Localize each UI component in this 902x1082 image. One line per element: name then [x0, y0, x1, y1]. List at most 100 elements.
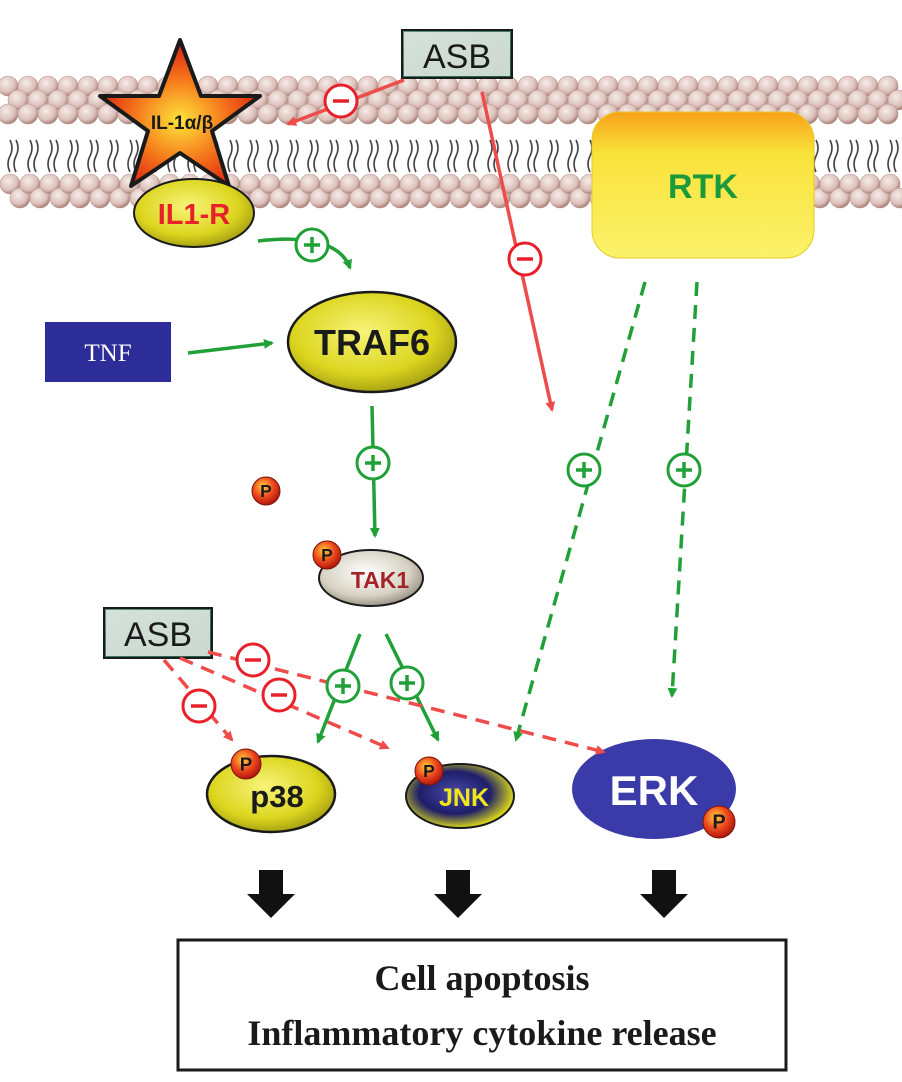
lipid-tail: [373, 139, 379, 173]
plus-traf6-tak1: [355, 445, 391, 481]
lipid-tail: [473, 139, 479, 173]
lipid-tail: [353, 139, 359, 173]
lipid-head: [817, 103, 839, 125]
lipid-head: [889, 187, 902, 209]
lipid-head: [497, 103, 519, 125]
plus-rtk-jnk: [566, 452, 602, 488]
phospho-label: P: [712, 812, 725, 834]
lipid-tail: [67, 139, 73, 173]
lipid-tail: [393, 139, 399, 173]
jnk-label: JNK: [439, 784, 489, 812]
rtk-receptor[interactable]: RTK: [591, 111, 815, 259]
phospho-label: P: [260, 481, 272, 501]
phospho-label: P: [423, 761, 435, 781]
lipid-tail: [33, 139, 39, 173]
lipid-tail: [133, 139, 139, 173]
asb-top-box[interactable]: ASB: [401, 29, 513, 79]
lipid-head: [17, 103, 39, 125]
lipid-tail: [453, 139, 459, 173]
lipid-tail: [347, 139, 353, 173]
lipid-tail: [13, 139, 19, 173]
lipid-tail: [407, 139, 413, 173]
tnf-to-traf6-arrow: [187, 338, 274, 355]
lipid-tail: [113, 139, 119, 173]
lipid-head: [417, 103, 439, 125]
lipid-tail: [413, 139, 419, 173]
lipid-tail: [527, 139, 533, 173]
lipid-tail: [87, 139, 93, 173]
il1-receptor[interactable]: IL1-R: [133, 178, 255, 248]
lipid-tail: [47, 139, 53, 173]
lipid-head: [877, 103, 899, 125]
lipid-tail: [73, 139, 79, 173]
outcome-line-1: Cell apoptosis: [374, 958, 589, 998]
outcome-arrows: [247, 870, 688, 918]
p38-label: p38: [250, 779, 303, 814]
minus-asb-ligand: [323, 83, 359, 119]
lipid-head: [577, 103, 599, 125]
lipid-tail: [287, 139, 293, 173]
lipid-tail: [53, 139, 59, 173]
lipid-tail: [467, 139, 473, 173]
p38-node[interactable]: p38: [205, 754, 337, 834]
rtk-to-jnk-arrow: [513, 281, 647, 742]
signs-layer: [181, 83, 702, 724]
phospho-circle: [414, 756, 444, 786]
cell-membrane: [0, 75, 902, 209]
lipid-tail: [533, 139, 539, 173]
outcome-box: Cell apoptosis Inflammatory cytokine rel…: [176, 938, 788, 1072]
traf6-node[interactable]: TRAF6: [286, 290, 458, 394]
lipid-tail: [93, 139, 99, 173]
lipid-head: [357, 103, 379, 125]
lipid-head: [257, 103, 279, 125]
lipid-tail: [827, 139, 833, 173]
minus-asb-jnk: [507, 241, 543, 277]
traf6-label: TRAF6: [314, 322, 430, 363]
phospho-circle: [702, 805, 736, 839]
lipid-tail: [247, 139, 253, 173]
lipid-head: [397, 103, 419, 125]
lipid-tail: [847, 139, 853, 173]
il1-receptor-label: IL1-R: [158, 199, 231, 231]
lipid-tail: [267, 139, 273, 173]
rtk-to-erk-arrow: [667, 281, 699, 698]
rtk-label: RTK: [668, 168, 738, 206]
phospho-circle: [230, 748, 262, 780]
lipid-tail: [867, 139, 873, 173]
erk-label: ERK: [610, 767, 699, 814]
lipid-tail: [227, 139, 233, 173]
lipid-tail: [487, 139, 493, 173]
lipid-tail: [433, 139, 439, 173]
lipid-tail: [273, 139, 279, 173]
erk-node[interactable]: ERK: [572, 739, 736, 839]
lipid-tail: [327, 139, 333, 173]
lipid-tail: [307, 139, 313, 173]
plus-il1r-traf6: [294, 227, 330, 263]
asb-top-label: ASB: [423, 38, 491, 76]
lipid-tail: [513, 139, 519, 173]
lipid-tail: [253, 139, 259, 173]
lipid-tail: [27, 139, 33, 173]
phospho-circle: [312, 540, 342, 570]
lipid-tail: [813, 139, 819, 173]
lipid-tail: [313, 139, 319, 173]
minus-asb-erk: [235, 642, 271, 678]
lipid-tail: [127, 139, 133, 173]
down-arrow-jnk: [434, 870, 482, 918]
phospho-jnk: P: [414, 756, 444, 786]
il1-ligand-star[interactable]: IL-1α/β: [98, 38, 262, 188]
lipid-tail: [553, 139, 559, 173]
lipid-head: [0, 103, 19, 125]
lipid-tail: [107, 139, 113, 173]
lipid-tail: [387, 139, 393, 173]
asb-bottom-box[interactable]: ASB: [103, 607, 213, 659]
tnf-box[interactable]: TNF: [45, 322, 171, 382]
lipid-tail: [567, 139, 573, 173]
down-arrow-p38: [247, 870, 295, 918]
tak1-node[interactable]: TAK1: [318, 549, 424, 607]
lipid-tail: [367, 139, 373, 173]
asb-bottom-label: ASB: [124, 616, 192, 654]
lipid-head: [837, 103, 859, 125]
